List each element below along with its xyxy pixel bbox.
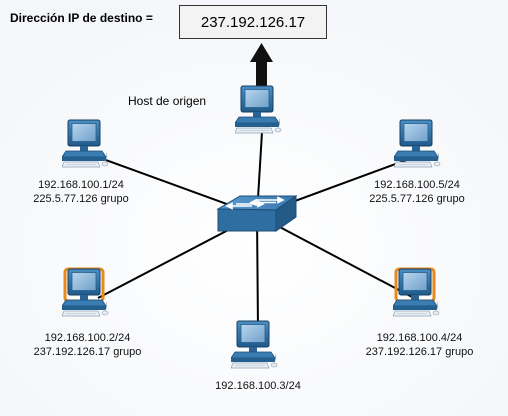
destination-ip-box: 237.192.126.17 xyxy=(179,5,327,39)
host-5-group: 225.5.77.126 grupo xyxy=(369,193,465,205)
link-host-3 xyxy=(256,214,259,331)
host-5-ip: 192.168.100.5/24 xyxy=(374,179,460,191)
host-2-labels: 192.168.100.2/24 237.192.126.17 grupo xyxy=(20,331,155,359)
host-2-ip: 192.168.100.2/24 xyxy=(44,332,131,344)
host-1-ip: 192.168.100.1/24 xyxy=(38,179,124,191)
host-2-group: 237.192.126.17 grupo xyxy=(33,346,142,358)
host-4-group: 237.192.126.17 grupo xyxy=(365,346,474,358)
host-3-ip: 192.168.100.3/24 xyxy=(215,380,301,392)
switch-icon xyxy=(216,195,298,232)
host-4-ip: 192.168.100.4/24 xyxy=(376,332,463,344)
host-1-group: 225.5.77.126 grupo xyxy=(33,193,129,205)
link-host-4 xyxy=(256,214,415,299)
host-4-labels: 192.168.100.4/24 237.192.126.17 grupo xyxy=(352,331,487,359)
host-3-labels: 192.168.100.3/24 xyxy=(197,379,319,393)
host-5-labels: 192.168.100.5/24 225.5.77.126 grupo xyxy=(352,178,482,206)
source-host-label: Host de origen xyxy=(128,94,207,108)
up-arrow-icon xyxy=(250,43,273,86)
host-1-labels: 192.168.100.1/24 225.5.77.126 grupo xyxy=(22,178,140,206)
destination-ip-label: Dirección IP de destino = xyxy=(10,11,153,25)
